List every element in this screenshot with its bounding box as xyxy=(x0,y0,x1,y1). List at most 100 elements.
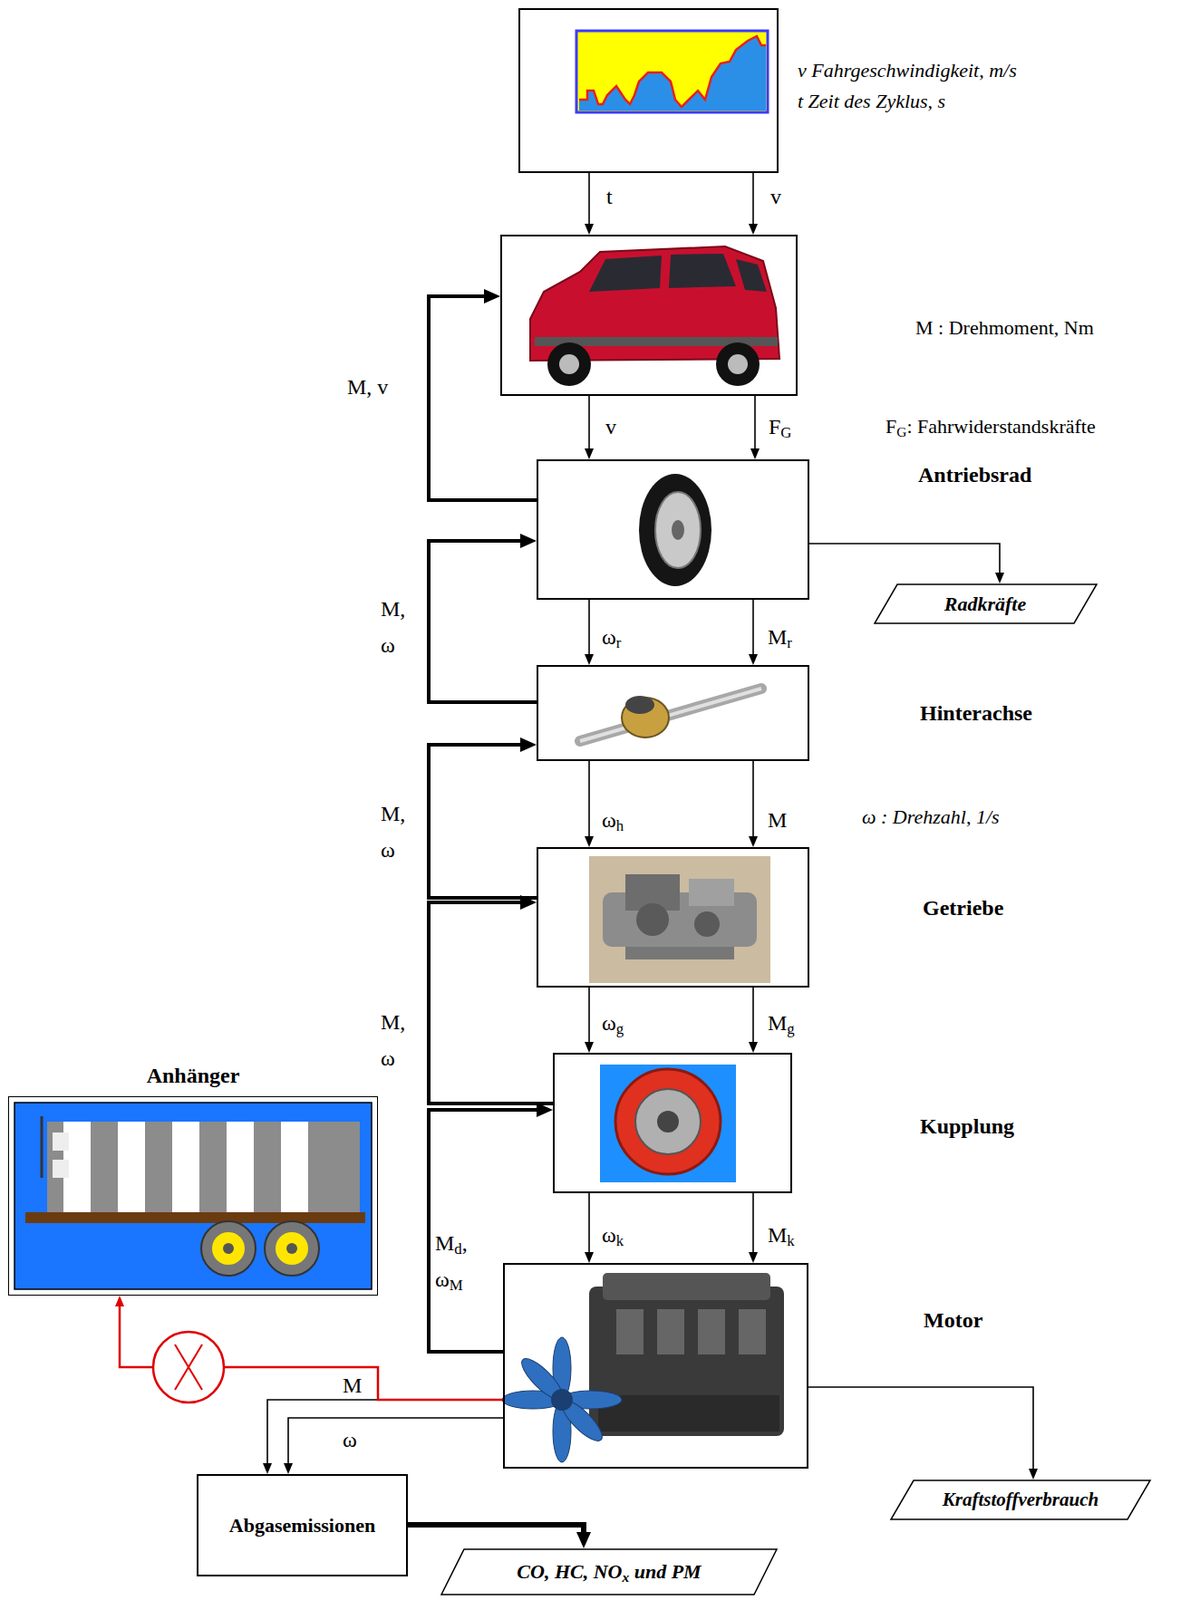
side-text-group: M : Drehmoment, Nm xyxy=(915,314,1094,342)
box-text: Abgasemissionen xyxy=(229,1514,376,1539)
side-text-group: Antriebsrad xyxy=(918,461,1032,489)
signal-arrow xyxy=(752,987,755,1043)
output-parallelogram: Radkräfte xyxy=(873,583,1098,625)
subscript: k xyxy=(786,1232,794,1250)
gearbox-box: Getriebe xyxy=(536,847,810,988)
subscript: x xyxy=(621,1569,630,1586)
signal-label: ωh xyxy=(601,803,624,838)
signal-arrow xyxy=(588,173,591,224)
signal-arrow xyxy=(752,173,755,224)
car-picture xyxy=(530,246,780,387)
signal-arrow xyxy=(588,761,591,837)
signal-label: M xyxy=(767,803,787,838)
signal-label: ωk xyxy=(601,1218,624,1253)
definition-note: FG: Fahrwiderstandskräfte xyxy=(885,415,1096,439)
clutch-box: Kupplung xyxy=(552,1053,793,1194)
process-box: Abgasemissionen xyxy=(196,1474,408,1578)
signal-arrow xyxy=(588,987,591,1043)
clutch-picture xyxy=(600,1064,736,1183)
side-text-group: Getriebe xyxy=(922,894,1004,922)
node-heading: Hinterachse xyxy=(919,699,1033,727)
trailer-box: Anhänger xyxy=(8,1096,378,1297)
signal-label: Mk xyxy=(767,1218,795,1253)
signal-label: ω xyxy=(342,1422,358,1458)
signal-label: ωg xyxy=(601,1006,624,1041)
signal-arrow xyxy=(808,1387,1034,1470)
signal-label: M xyxy=(342,1368,362,1404)
signal-arrow xyxy=(288,1418,504,1464)
subscript: r xyxy=(616,634,622,652)
subscript: r xyxy=(786,634,793,652)
signal-arrow xyxy=(752,761,755,837)
switch-symbol xyxy=(153,1332,224,1404)
side-text-group: Kupplung xyxy=(919,1112,1015,1141)
wheel-picture xyxy=(638,474,712,587)
signal-label: Mr xyxy=(767,619,793,655)
node-note: v Fahrgeschwindigkeit, m/s xyxy=(797,55,1017,87)
subscript: h xyxy=(616,817,624,835)
feedback-arrow xyxy=(428,1110,537,1353)
signal-arrow xyxy=(752,600,755,655)
speed-cycle-chart xyxy=(576,30,768,113)
signal-label: M, ω xyxy=(380,590,414,664)
feedback-arrow xyxy=(428,296,537,501)
signal-label: M, ω xyxy=(380,795,414,869)
signal-label: M, v xyxy=(347,369,388,405)
drive-cycle-box: v Fahrgeschwindigkeit, m/st Zeit des Zyk… xyxy=(518,8,779,174)
output-parallelogram: Kraftstoffverbrauch xyxy=(890,1480,1152,1521)
parallelogram-shape xyxy=(874,584,1097,624)
signal-arrow xyxy=(809,543,1000,573)
subscript: g xyxy=(616,1020,624,1038)
node-heading: Antriebsrad xyxy=(918,461,1032,489)
wheel-box: Antriebsrad xyxy=(536,459,810,600)
subscript: d xyxy=(454,1240,462,1259)
signal-label: Mg xyxy=(767,1006,795,1041)
node-note: t Zeit des Zyklus, s xyxy=(797,86,1017,117)
node-heading: M : Drehmoment, Nm xyxy=(915,314,1094,342)
engine-picture xyxy=(502,1273,784,1463)
signal-label: Md, ωM xyxy=(435,1225,479,1298)
trailer-picture xyxy=(14,1103,372,1290)
node-heading: Anhänger xyxy=(9,1061,378,1091)
output-text: Radkräfte xyxy=(944,592,1026,617)
signal-label: M, ω xyxy=(380,1004,414,1077)
signal-arrow xyxy=(267,1400,504,1464)
output-parallelogram: CO, HC, NOx und PM xyxy=(440,1548,778,1597)
signal-arrow xyxy=(588,1193,591,1253)
parallelogram-shape xyxy=(890,1480,1151,1520)
signal-arrow xyxy=(407,1525,584,1533)
side-text-group: Motor xyxy=(923,1306,983,1335)
node-heading: Motor xyxy=(923,1306,983,1335)
rear-axle-box: Hinterachse xyxy=(536,665,810,762)
output-text: Kraftstoffverbrauch xyxy=(942,1489,1099,1512)
subscript: G xyxy=(780,424,792,442)
signal-arrow xyxy=(588,396,591,449)
vehicle-box: M : Drehmoment, Nm xyxy=(500,234,798,397)
signal-label: v xyxy=(770,179,782,214)
subscript: g xyxy=(786,1020,794,1038)
subscript: M xyxy=(449,1277,464,1295)
definition-note: ω : Drehzahl, 1/s xyxy=(861,805,1000,830)
trailer-link-arrow xyxy=(119,1306,504,1401)
side-text-group: v Fahrgeschwindigkeit, m/st Zeit des Zyk… xyxy=(797,55,1017,117)
output-text: CO, HC, NOx und PM xyxy=(516,1560,701,1585)
side-text-group: Hinterachse xyxy=(919,699,1033,727)
signal-arrow xyxy=(754,396,756,449)
signal-label: v xyxy=(605,409,617,445)
feedback-arrow xyxy=(428,541,537,703)
node-heading: Getriebe xyxy=(922,894,1004,922)
axle-picture xyxy=(580,688,762,742)
signal-label: ωr xyxy=(601,619,621,655)
signal-arrow xyxy=(752,1193,755,1253)
feedback-arrow xyxy=(428,902,553,1104)
gearbox-picture xyxy=(589,856,771,984)
signal-arrow xyxy=(588,600,591,655)
subscript: k xyxy=(616,1232,624,1250)
node-heading: Kupplung xyxy=(919,1112,1015,1141)
engine-box: Motor xyxy=(503,1263,809,1470)
subscript: G xyxy=(896,424,907,440)
feedback-arrow xyxy=(428,745,537,899)
signal-label: t xyxy=(606,179,613,214)
